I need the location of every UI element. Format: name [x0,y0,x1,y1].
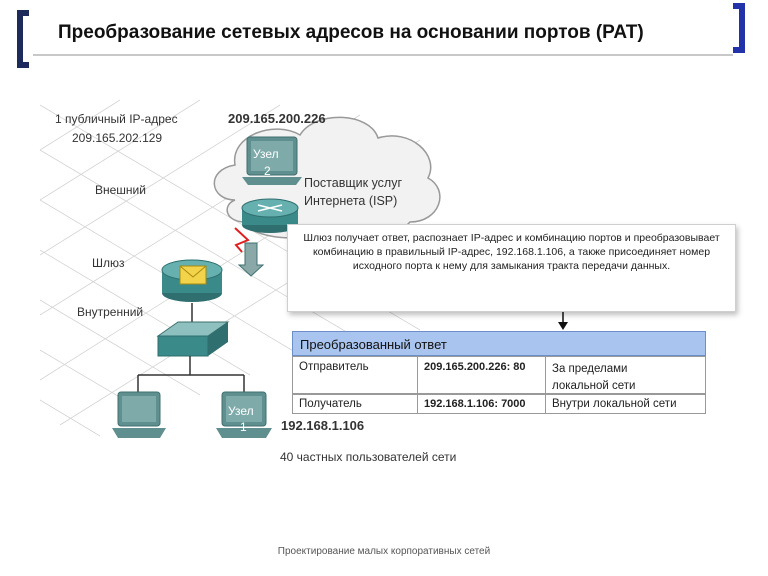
translated-reply-header: Преобразованный ответ [292,331,706,356]
row-note-line-2: локальной сети [552,380,636,392]
node1-label: Узел [228,404,254,418]
callout-line-3: исходного порта к нему для замыкания тра… [352,260,671,272]
footer: Проектирование малых корпоративных сетей [277,546,491,557]
switch-icon [156,321,230,357]
gateway-callout: Шлюз получает ответ, распознает IP-адрес… [287,224,736,312]
isp-label-2: Интернета (ISP) [304,194,398,208]
row-label: Получатель [293,395,418,413]
arrow-down-icon [558,312,568,330]
node1-number: 1 [240,420,247,434]
envelope-icon [179,265,207,285]
arrow-down-icon [237,242,265,277]
callout-line-2: комбинацию в правильный IP-адрес, 192.16… [312,246,711,258]
table-row: Отправитель 209.165.200.226: 80 За преде… [292,356,706,394]
pc-icon [242,136,302,185]
pc-icon [216,391,272,438]
page-title: Преобразование сетевых адресов на основа… [58,22,644,43]
title-bracket-left [17,10,29,68]
public-ip-address: 209.165.202.129 [72,131,163,145]
pc-icon [112,391,166,438]
row-address: 209.165.200.226: 80 [418,357,546,393]
node2-label: Узел [253,147,279,161]
router-icon [241,198,299,233]
title-rule [33,54,733,56]
isp-label: Поставщик услуг [304,176,403,190]
node1-ip: 192.168.1.106 [281,418,365,433]
external-label: Внешний [95,183,146,197]
gateway-label: Шлюз [92,256,125,270]
row-address: 192.168.1.106: 7000 [418,395,546,413]
callout-line-1: Шлюз получает ответ, распознает IP-адрес… [303,232,720,244]
private-users-label: 40 частных пользователей сети [280,450,457,464]
title-bracket-right [733,3,745,53]
internal-label: Внутренний [77,305,144,319]
lan-links [137,356,245,392]
row-note: Внутри локальной сети [552,398,677,410]
row-note-line-1: За пределами [552,363,628,375]
row-note: За пределами локальной сети [546,357,706,393]
node2-number: 2 [264,164,271,178]
lightning-icon [234,227,250,253]
table-row: Получатель 192.168.1.106: 7000 Внутри ло… [292,394,706,414]
row-label: Отправитель [293,357,418,393]
node2-ip: 209.165.200.226 [228,111,326,126]
public-ip-label: 1 публичный IP-адрес [55,112,178,126]
